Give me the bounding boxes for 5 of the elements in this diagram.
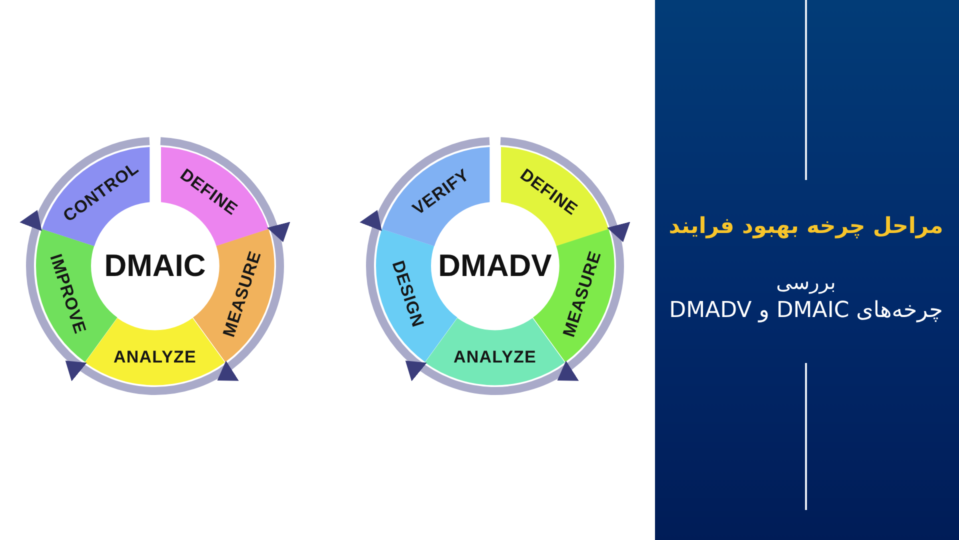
arrow — [160, 137, 290, 242]
title: مراحل چرخه بهبود فرایند — [668, 213, 944, 241]
subtitle: چرخه‌های DMAIC و DMADV — [669, 297, 943, 325]
subtitle: بررسی — [776, 269, 836, 295]
arrow — [500, 137, 630, 242]
